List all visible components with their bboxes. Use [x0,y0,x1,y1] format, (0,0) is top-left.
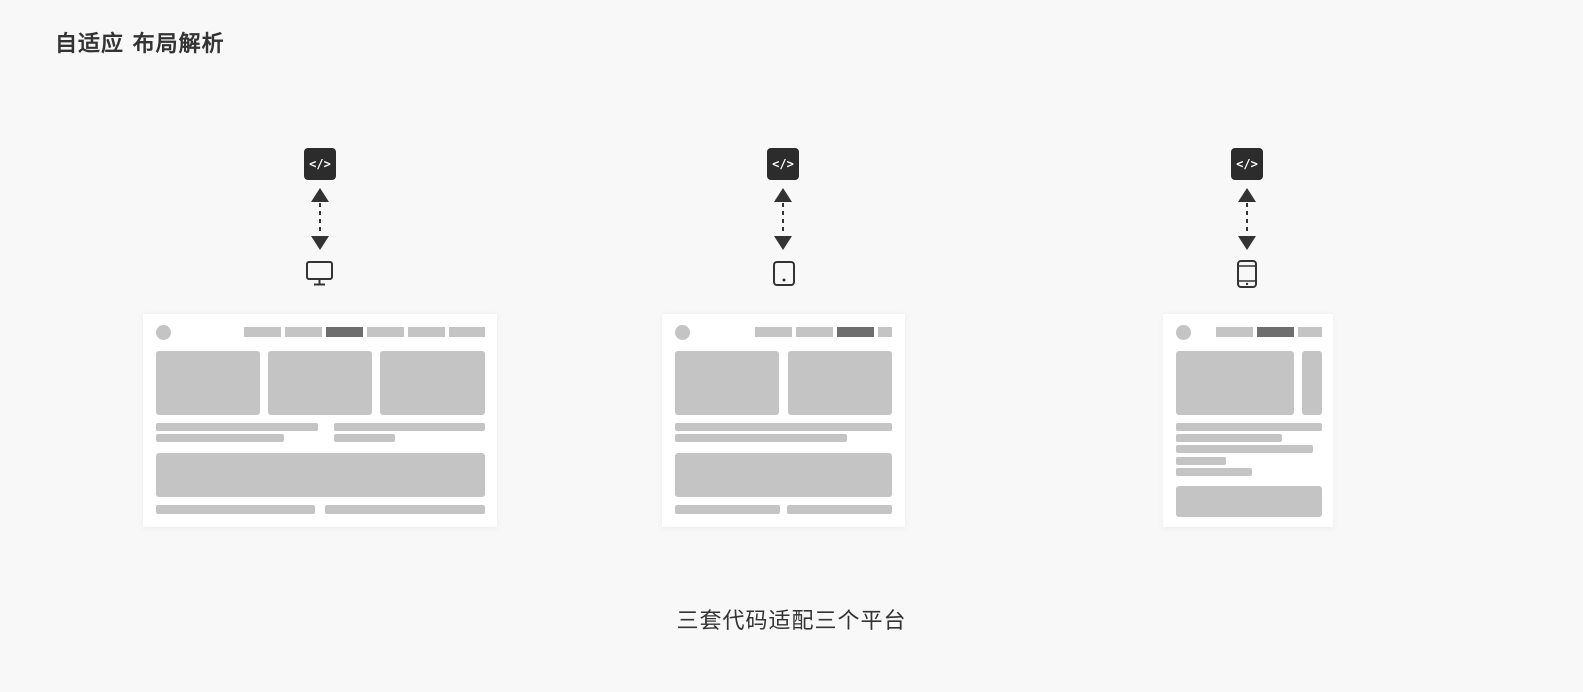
banner-block [1176,486,1322,517]
text-line [675,423,892,431]
bidirectional-arrow-icon [774,188,792,250]
phone-icon [1237,260,1257,288]
nav-item [878,327,892,337]
logo-placeholder [675,325,690,340]
nav-item [244,327,281,337]
text-line [1176,445,1313,453]
content-block [268,351,372,415]
nav-item [408,327,445,337]
content-block [1176,351,1294,415]
text-line [1176,423,1322,431]
nav-item [367,327,404,337]
logo-placeholder [1176,325,1191,340]
mobile-layout-card [1163,314,1333,527]
text-line [156,423,318,431]
nav-item-active [1257,327,1294,337]
text-line [334,423,485,431]
footer-line [675,505,780,514]
footer-line [156,505,315,514]
bidirectional-arrow-icon [311,188,329,250]
text-line [675,434,847,442]
tablet-layout-card [662,314,905,527]
text-line [334,434,395,442]
text-line [1176,457,1226,465]
diagram-caption: 三套代码适配三个平台 [676,609,907,634]
content-block [675,351,779,415]
text-line [1176,434,1282,442]
content-block [380,351,485,415]
content-block-peek [1302,351,1322,415]
banner-block [156,453,485,497]
nav-item [449,327,485,337]
page-title: 自适应 布局解析 [55,32,225,57]
nav-item [796,327,833,337]
tablet-icon [773,261,795,286]
code-icon: </> [1231,148,1263,180]
nav-item [1216,327,1253,337]
footer-line [325,505,485,514]
desktop-layout-card [143,314,497,527]
nav-item [755,327,792,337]
content-block [156,351,260,415]
text-line [1176,468,1252,476]
nav-item [1298,327,1322,337]
logo-placeholder [156,325,171,340]
nav-item-active [837,327,874,337]
bidirectional-arrow-icon [1238,188,1256,250]
footer-line [787,505,892,514]
code-icon: </> [767,148,799,180]
nav-item [285,327,322,337]
banner-block [675,453,892,497]
nav-item-active [326,327,363,337]
text-line [156,434,284,442]
content-block [788,351,892,415]
code-icon: </> [304,148,336,180]
monitor-icon [306,261,333,286]
